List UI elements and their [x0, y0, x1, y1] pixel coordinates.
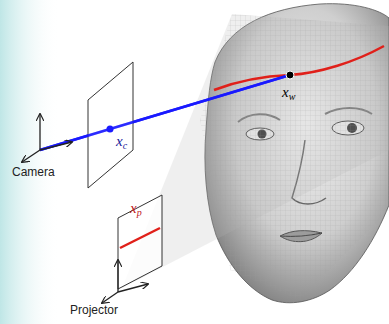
- device-label: Projector: [70, 304, 118, 317]
- slide-background: [0, 0, 60, 324]
- point-label: xc: [116, 133, 127, 151]
- projector-image-plane: [118, 195, 162, 289]
- projected-stripe: [214, 46, 384, 90]
- projector-stripe: [120, 228, 160, 248]
- image-point: [107, 126, 114, 133]
- camera-axes: [22, 114, 72, 162]
- world-point: [286, 71, 294, 79]
- point-label: xp: [130, 200, 142, 218]
- projector-axes: [102, 260, 148, 303]
- device-label: Camera: [12, 166, 55, 179]
- camera-ray: [40, 75, 290, 150]
- projected-grid: [200, 14, 389, 300]
- camera-ray: [40, 75, 290, 150]
- point-label: xw: [282, 84, 295, 102]
